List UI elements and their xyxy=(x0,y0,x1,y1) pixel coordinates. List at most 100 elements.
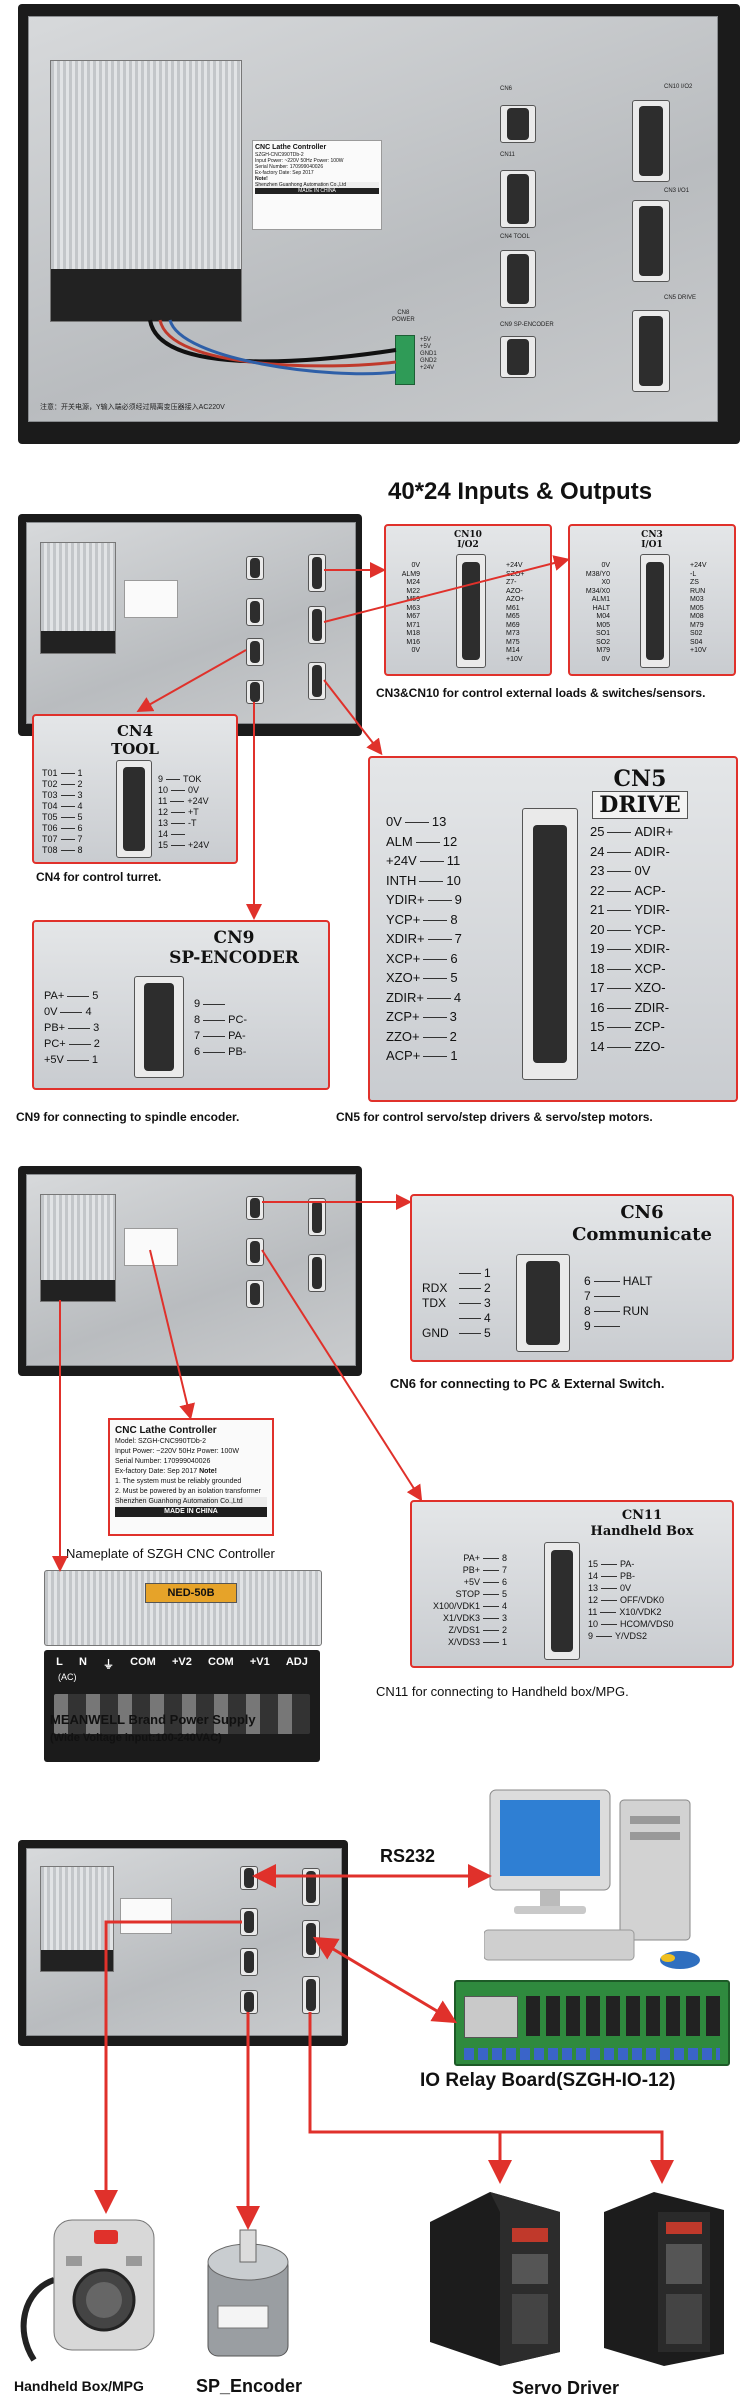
io-thumb-cn-f xyxy=(308,606,326,644)
system-thumb-cn4 xyxy=(240,1948,258,1976)
caption-io: CN3&CN10 for control external loads & sw… xyxy=(376,686,706,700)
pc-icon xyxy=(483,1789,700,1969)
panel-warning-note: 注意：开关电源，Y输入端必须经过隔离变压器接入AC220V xyxy=(40,404,225,411)
label-rs232: RS232 xyxy=(380,1846,436,1866)
io-title: 40*24 Inputs & Outputs xyxy=(388,478,653,505)
cn9-label-small: CN9 SP-ENCODER xyxy=(500,322,554,328)
cn6-label-small: CN6 xyxy=(500,86,513,92)
psu-model-label: NED-50B xyxy=(145,1583,237,1603)
cn11-label-small: CN11 xyxy=(500,152,515,158)
comm-psu-thumb xyxy=(40,1194,116,1302)
encoder-icon xyxy=(207,2229,289,2357)
caption-psu-sub: (Wide Voltage input:100-240VAC) xyxy=(50,1732,222,1744)
cn3-connector-small xyxy=(632,200,670,282)
handheld-mpg-icon xyxy=(20,2219,155,2362)
caption-cn6: CN6 for connecting to PC & External Swit… xyxy=(390,1376,665,1391)
system-thumb-cn11 xyxy=(240,1908,258,1936)
comm-thumb-cn-y xyxy=(308,1198,326,1236)
servo-driver-1-icon xyxy=(430,2192,560,2366)
servo-driver-1 xyxy=(420,2182,570,2368)
cn9-connector-small xyxy=(500,336,536,378)
power-supply-unit xyxy=(50,60,242,322)
caption-nameplate: Nameplate of SZGH CNC Controller xyxy=(66,1546,275,1561)
system-thumb-cn9 xyxy=(240,1990,258,2014)
io-thumb-cn-c xyxy=(246,638,264,666)
cn4-connector-small xyxy=(500,250,536,308)
cn3-label-small: CN3 I/O1 xyxy=(664,188,690,194)
io-relay-board xyxy=(454,1980,730,2066)
caption-cn4: CN4 for control turret. xyxy=(36,870,162,884)
comm-thumb-cn-z xyxy=(308,1254,326,1292)
io-thumb-cn-d xyxy=(246,680,264,704)
label-io-board: IO Relay Board(SZGH-IO-12) xyxy=(420,2070,676,2091)
system-thumb-cn5 xyxy=(302,1976,320,2014)
cn10-connector-small xyxy=(632,100,670,182)
cn10-label-small: CN10 I/O2 xyxy=(664,84,693,90)
cn4-label-small: CN4 TOOL xyxy=(500,234,530,240)
io-psu-thumb xyxy=(40,542,116,654)
cn6-connector-small xyxy=(500,105,536,143)
section-panel-overview: CNC Lathe Controller SZGH-CNC990TDb-2 In… xyxy=(0,0,750,450)
cn8-power-terminal xyxy=(395,335,415,385)
nameplate-large: CNC Lathe Controller Model: SZGH-CNC990T… xyxy=(108,1418,274,1536)
servo-driver-2 xyxy=(594,2182,734,2368)
system-thumb-cn10 xyxy=(302,1868,320,1906)
system-nameplate-thumb xyxy=(120,1898,172,1934)
io-nameplate-thumb xyxy=(124,580,178,618)
io-thumb-cn-e xyxy=(308,554,326,592)
io-thumb-cn-g xyxy=(308,662,326,700)
caption-cn9: CN9 for connecting to spindle encoder. xyxy=(16,1110,240,1124)
meanwell-psu-top: NED-50B xyxy=(44,1570,322,1646)
servo-driver-2-icon xyxy=(604,2192,724,2366)
comm-thumb-cn6 xyxy=(246,1196,264,1220)
label-servo: Servo Driver xyxy=(512,2378,620,2398)
comm-thumb-cn11 xyxy=(246,1238,264,1266)
io-thumb-cn-a xyxy=(246,556,264,580)
cn5-connector-small xyxy=(632,310,670,392)
cn5-label-small: CN5 DRIVE xyxy=(664,295,697,301)
cn11-connector-small xyxy=(500,170,536,228)
handheld-mpg xyxy=(14,2210,174,2370)
caption-cn5: CN5 for control servo/step drivers & ser… xyxy=(336,1110,653,1124)
pc-computer xyxy=(483,1780,724,1980)
section-system: RS232 IO Relay Board(SZGH-IO-12) xyxy=(0,1780,750,2406)
spindle-encoder xyxy=(188,2226,308,2366)
system-psu-thumb xyxy=(40,1866,114,1972)
label-handheld: Handheld Box/MPG xyxy=(14,2378,144,2394)
controller-nameplate-small: CNC Lathe Controller SZGH-CNC990TDb-2 In… xyxy=(252,140,382,230)
label-encoder: SP_Encoder xyxy=(196,2376,303,2396)
comm-nameplate-thumb xyxy=(124,1228,178,1266)
caption-cn11: CN11 for connecting to Handheld box/MPG. xyxy=(376,1684,629,1699)
system-thumb-cn6 xyxy=(240,1866,258,1890)
comm-thumb-cn-x xyxy=(246,1280,264,1308)
caption-psu: MEANWELL Brand Power Supply xyxy=(50,1712,256,1727)
system-thumb-cn3 xyxy=(302,1920,320,1958)
io-thumb-cn-b xyxy=(246,598,264,626)
